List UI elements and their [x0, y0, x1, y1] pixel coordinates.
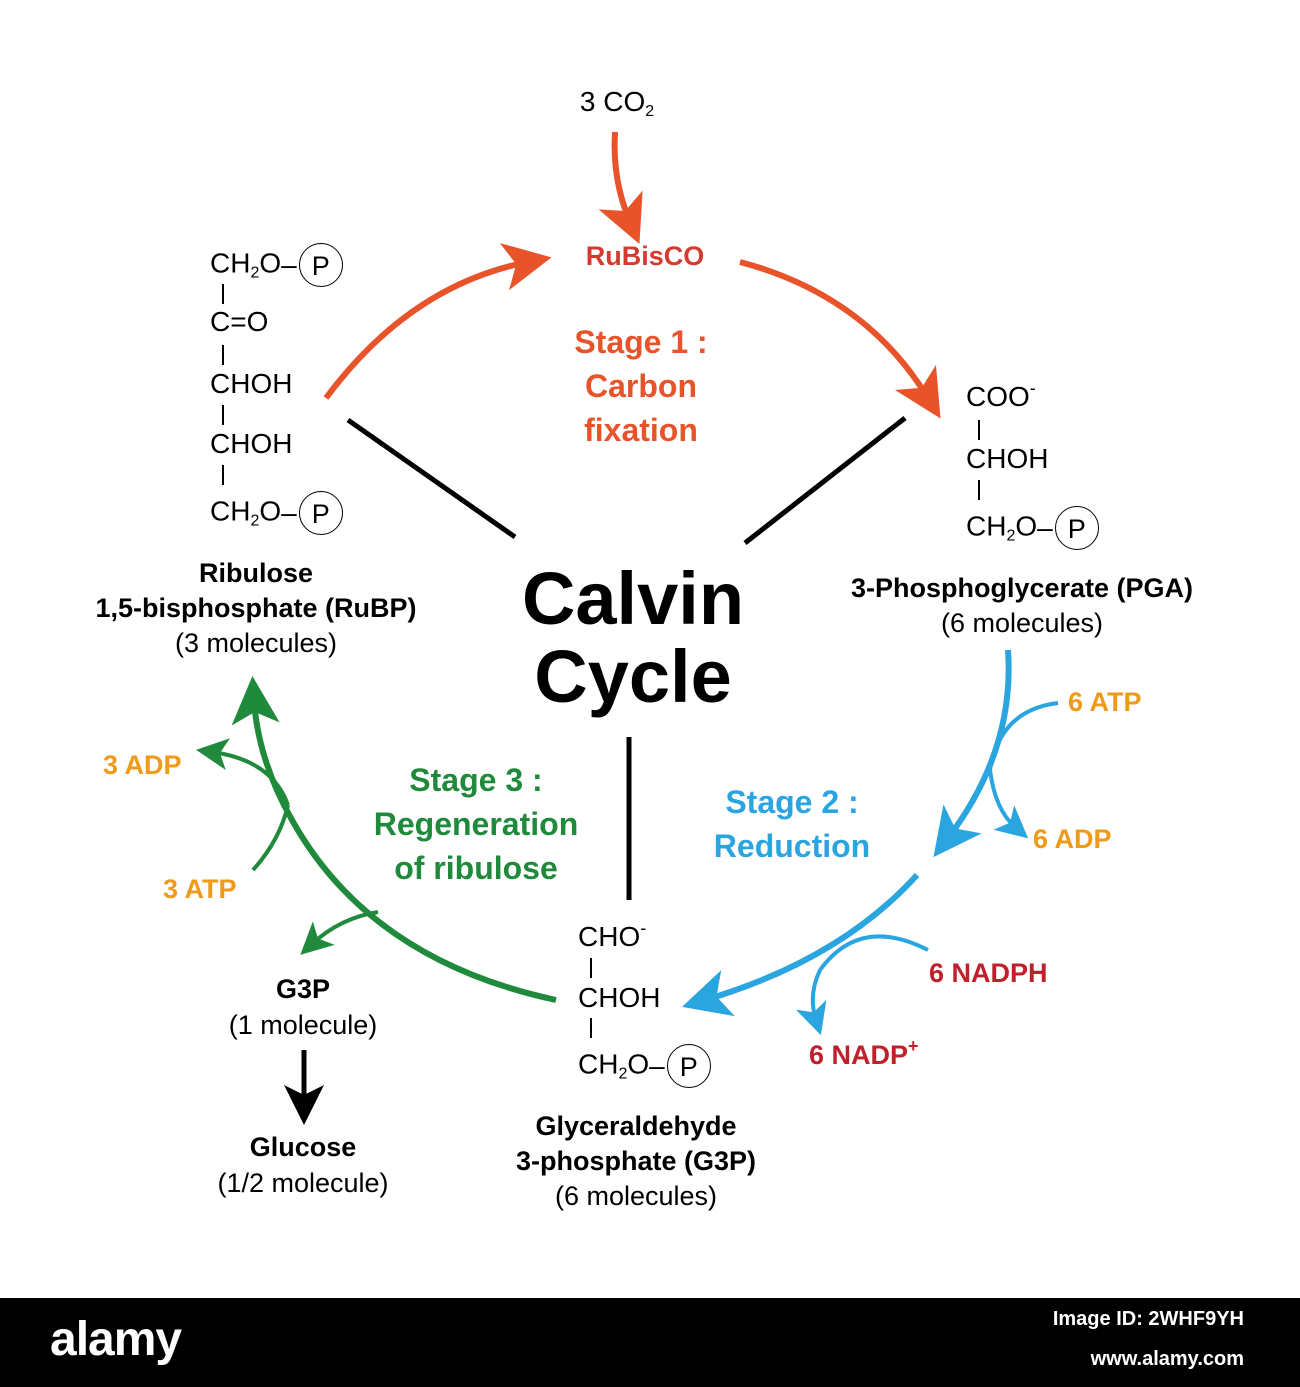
rubp-carbonyl: C=O — [210, 306, 269, 337]
stage2-arrow-lower — [681, 872, 920, 1017]
adp3-out-arrow — [196, 738, 290, 806]
atp6-label: 6 ATP — [1068, 687, 1142, 717]
pga-ch2op: CH2O–P — [966, 506, 1099, 550]
pga-choh: CHOH — [966, 443, 1049, 474]
nadph6-label: 6 NADPH — [929, 958, 1048, 988]
alamy-logo: alamy — [50, 1313, 182, 1366]
g3p-choh: CHOH — [578, 982, 661, 1013]
atp6-in-arrow — [988, 701, 1059, 771]
rubp-choh-2: CHOH — [210, 428, 293, 459]
g3p-output: G3P (1 molecule) — [228, 974, 378, 1040]
phosphate-icon: P — [1054, 506, 1099, 550]
pga-coo: COO- — [966, 378, 1036, 412]
rubp-name: Ribulose 1,5-bisphosphate (RuBP) (3 mole… — [95, 558, 417, 658]
nadph6-in-arrow — [818, 934, 929, 972]
phosphate-icon: P — [298, 491, 343, 535]
cycle-arrows — [196, 131, 1059, 1125]
g3p-name: Glyceraldehyde 3-phosphate (G3P) (6 mole… — [515, 1111, 757, 1211]
atp3-in-arrow — [251, 804, 290, 872]
rubp-choh-1: CHOH — [210, 368, 293, 399]
spoke-line-pga — [743, 416, 907, 545]
stage3-arrow-main — [231, 676, 557, 1003]
stage1-arrow-out — [739, 259, 941, 419]
adp6-label: 6 ADP — [1033, 824, 1112, 854]
nadp6-label: 6 NADP+ — [809, 1036, 919, 1070]
nadp6-out-arrow — [795, 969, 827, 1036]
g3p-out-arrow — [300, 910, 379, 955]
watermark-url: www.alamy.com — [1090, 1348, 1244, 1370]
co2-arrow — [598, 131, 643, 245]
spoke-line-rubp — [346, 417, 517, 540]
adp3-label: 3 ADP — [103, 750, 182, 780]
rubp-ch2op-top: CH2O–P — [210, 243, 343, 287]
g3p-cho: CHO- — [578, 918, 647, 952]
glucose-output: Glucose (1/2 molecule) — [217, 1132, 389, 1198]
adp6-out-arrow — [988, 769, 1029, 839]
pga-name: 3-Phosphoglycerate (PGA) (6 molecules) — [850, 573, 1194, 638]
watermark-bar: alamy Image ID: 2WHF9YH www.alamy.com — [0, 1298, 1300, 1387]
stage1-arrow-in — [323, 243, 552, 400]
rubp-ch2op-bottom: CH2O–P — [210, 491, 343, 535]
atp3-label: 3 ATP — [163, 874, 237, 904]
image-id: Image ID: 2WHF9YH — [1052, 1308, 1244, 1330]
phosphate-icon: P — [298, 243, 343, 287]
g3p-ch2op: CH2O–P — [578, 1044, 711, 1088]
co2-label: 3 CO2 — [579, 86, 655, 120]
rubisco-label: RuBisCO — [585, 241, 705, 271]
phosphate-icon: P — [666, 1044, 711, 1088]
stage2-label: Stage 2 :Reduction — [713, 784, 871, 864]
